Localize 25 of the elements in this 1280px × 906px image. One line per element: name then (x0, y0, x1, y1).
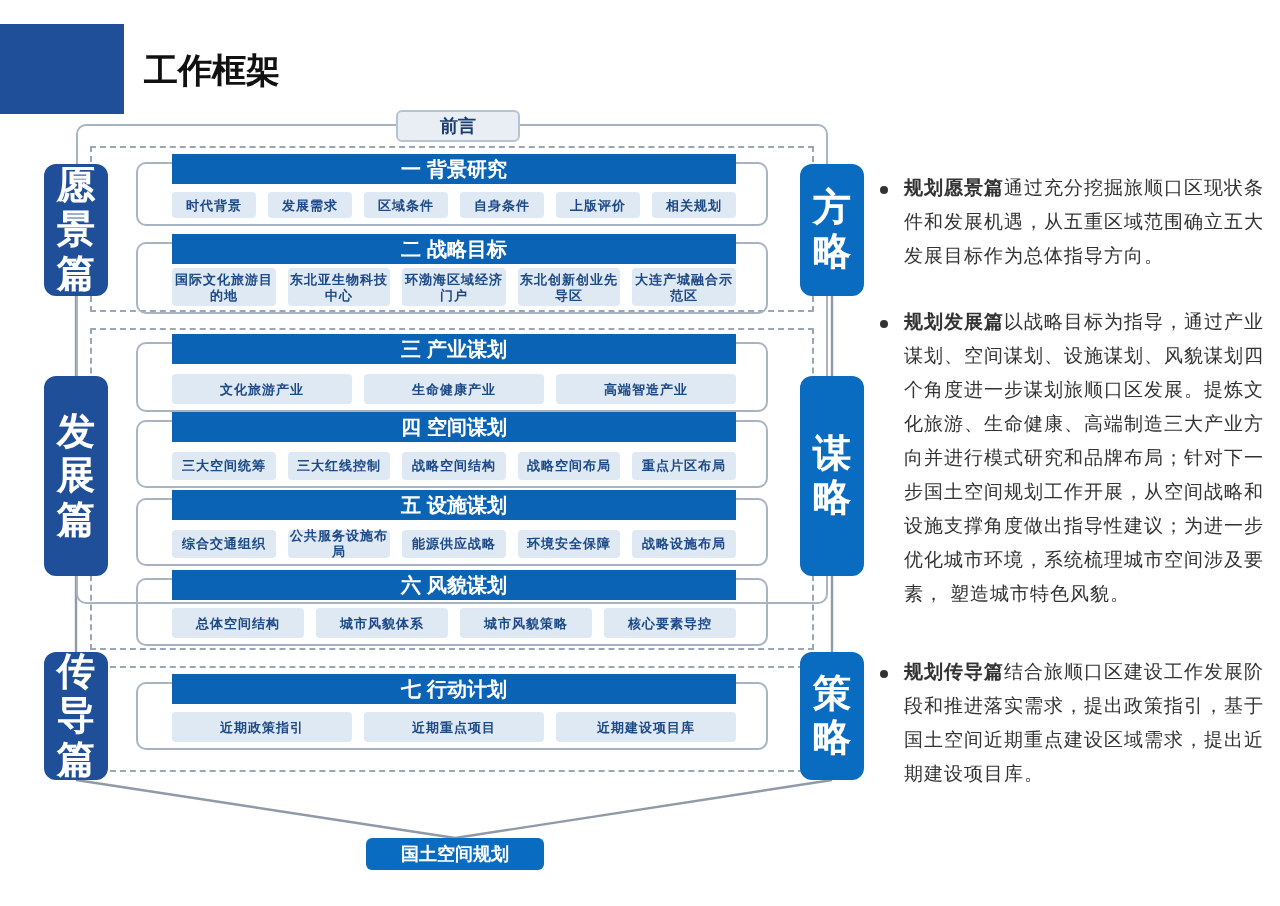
section-header: 一 背景研究 (172, 154, 736, 184)
title: 工作框架 (144, 50, 280, 94)
connector-line (74, 296, 78, 376)
strategy-label: 方略 (800, 164, 864, 296)
chapter-label: 愿景篇 (44, 164, 108, 296)
chapter-label: 发展篇 (44, 376, 108, 576)
connector-line (830, 576, 834, 652)
bullet-paragraph: 规划发展篇以战略目标为指导，通过产业谋划、空间谋划、设施谋划、风貌谋划四个角度进一步谋划旅顺口区发展。提炼文化旅游、生命健康、高端制造三大产业方向并进行模式研究和品牌布局；针对下一步国土空间规划工作开展，从空间战略和设施支撑角度做出指导性建议；为进一步优化城市环境，系统梳理城市空间涉及要素， 塑造城市特色风貌。 (904, 310, 1266, 610)
strategy-label: 策略 (800, 652, 864, 780)
connector-line (454, 778, 833, 840)
connector-line (74, 576, 78, 652)
preface-tab: 前言 (396, 110, 520, 142)
strategy-label: 谋略 (800, 376, 864, 576)
section-header: 三 产业谋划 (172, 334, 736, 364)
chapter-label: 传导篇 (44, 652, 108, 780)
section-header: 五 设施谋划 (172, 490, 736, 520)
result-box: 国土空间规划 (366, 838, 544, 870)
connector-line (75, 778, 456, 840)
connector-line (830, 296, 834, 376)
section-header: 二 战略目标 (172, 234, 736, 264)
bullet-paragraph: 规划传导篇结合旅顺口区建设工作发展阶段和推进落实需求，提出政策指引，基于国土空间近期重点建设区域需求，提出近期建设项目库。 (904, 660, 1266, 790)
section-header: 四 空间谋划 (172, 412, 736, 442)
section-header: 七 行动计划 (172, 674, 736, 704)
bullet-paragraph: 规划愿景篇通过充分挖掘旅顺口区现状条件和发展机遇，从五重区域范围确立五大发展目标作为总体指导方向。 (904, 176, 1266, 272)
section-header: 六 风貌谋划 (172, 570, 736, 600)
